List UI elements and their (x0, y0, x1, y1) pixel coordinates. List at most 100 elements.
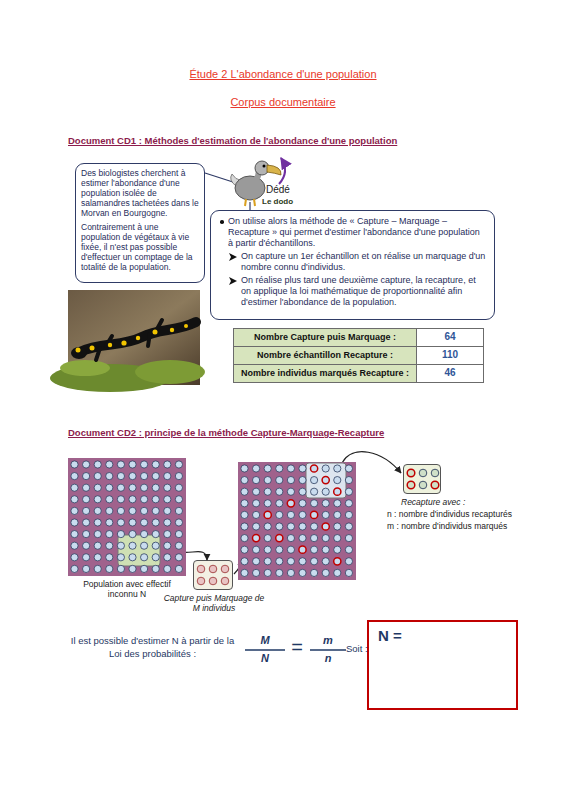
marked-individual (264, 511, 271, 518)
individual (287, 511, 294, 518)
individual (253, 569, 260, 576)
individual (322, 511, 329, 518)
individual (129, 542, 136, 549)
individual (94, 554, 101, 561)
marked-individual (334, 488, 341, 495)
individual (83, 461, 90, 468)
individual (152, 461, 159, 468)
marked-individual (334, 558, 341, 565)
fraction-term: n (318, 652, 338, 664)
bullet-arrow (229, 253, 237, 261)
individual (299, 511, 306, 518)
individual (345, 535, 352, 542)
individual (276, 477, 283, 484)
individual (94, 473, 101, 480)
individual (175, 565, 182, 572)
individual (129, 507, 136, 514)
individual (253, 546, 260, 553)
marked-individual (287, 500, 294, 507)
individual (287, 477, 294, 484)
individual (299, 500, 306, 507)
individual (345, 569, 352, 576)
recapture-population-grid (238, 462, 356, 580)
individual (253, 523, 260, 530)
individual (83, 554, 90, 561)
individual (334, 535, 341, 542)
individual (311, 488, 318, 495)
table-cell: Nombre individus marqués Recapture : (233, 364, 417, 383)
individual (175, 507, 182, 514)
bullet-dot (220, 220, 224, 224)
list-item: On réalise plus tard une deuxième captur… (219, 275, 486, 308)
individual (175, 519, 182, 526)
document-heading: Document CD1 : Méthodes d'estimation de … (68, 135, 397, 146)
individual (322, 465, 329, 472)
individual (241, 477, 248, 484)
individual (334, 477, 341, 484)
bullet-arrow-head (229, 277, 237, 285)
fraction-term: N (255, 652, 275, 664)
individual (345, 558, 352, 565)
individual (241, 500, 248, 507)
individual (141, 519, 148, 526)
individual (287, 546, 294, 553)
individual (299, 535, 306, 542)
individual (287, 465, 294, 472)
page-title: Étude 2 L'abondance d'une population (0, 68, 566, 80)
individual (253, 465, 260, 472)
individual (241, 558, 248, 565)
character-name: Dédé (266, 184, 290, 195)
individual (276, 569, 283, 576)
individual (299, 477, 306, 484)
individual (71, 461, 78, 468)
individual (106, 484, 113, 491)
individual (264, 523, 271, 530)
individual (276, 558, 283, 565)
individual (264, 488, 271, 495)
individual (129, 554, 136, 561)
individual (71, 554, 78, 561)
individual (175, 531, 182, 538)
node-text: Des biologistes cherchent à estimer l'ab… (81, 168, 199, 218)
circle-grid (68, 458, 186, 576)
individual (264, 477, 271, 484)
individual (175, 484, 182, 491)
list-text: On réalise plus tard une deuxième captur… (241, 275, 486, 308)
section-title: Corpus documentaire (0, 96, 566, 108)
individual (164, 554, 171, 561)
individual (117, 531, 124, 538)
individual (311, 558, 318, 565)
individual (71, 473, 78, 480)
individual (141, 461, 148, 468)
bullet-arrow (229, 277, 237, 285)
individual (164, 531, 171, 538)
info-box: Des biologistes cherchent à estimer l'ab… (75, 163, 205, 283)
individual (164, 519, 171, 526)
individual (264, 500, 271, 507)
individual (71, 565, 78, 572)
individual (334, 511, 341, 518)
individual (322, 500, 329, 507)
individual (175, 542, 182, 549)
individual (264, 546, 271, 553)
individual (94, 565, 101, 572)
individual (71, 496, 78, 503)
individual (175, 473, 182, 480)
recapture-box: Recapture avec :n : nombre d'individus r… (403, 464, 441, 494)
individual (83, 531, 90, 538)
individual (345, 500, 352, 507)
individual (334, 465, 341, 472)
individual (276, 511, 283, 518)
individual (117, 496, 124, 503)
flow-arrow (186, 552, 207, 560)
fraction-bar (310, 649, 346, 651)
individual (287, 523, 294, 530)
individual (334, 523, 341, 530)
individual (322, 535, 329, 542)
individual (141, 531, 148, 538)
individual (71, 519, 78, 526)
individual (287, 488, 294, 495)
individual (322, 546, 329, 553)
individual (117, 507, 124, 514)
individual (106, 565, 113, 572)
